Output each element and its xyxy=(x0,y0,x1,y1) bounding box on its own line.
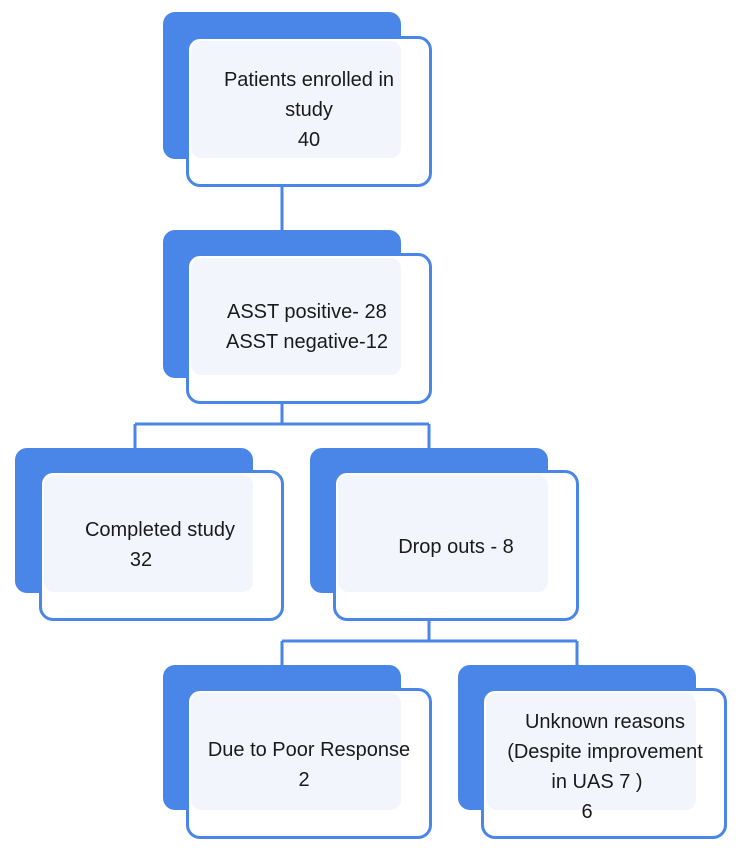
completed-count: 32 xyxy=(129,549,153,571)
node-text: Drop outs - 8 xyxy=(338,530,574,564)
node-card-fill xyxy=(191,41,401,158)
enrolled-label-line1: Patients enrolled in xyxy=(223,69,395,91)
unknown-label-line1: Unknown reasons xyxy=(524,711,686,733)
node-text: ASST positive- 28 ASST negative-12 xyxy=(216,292,406,362)
poor-response-count: 2 xyxy=(298,769,310,791)
dropouts-label: Drop outs - 8 xyxy=(398,536,514,558)
node-card-fill xyxy=(338,475,548,592)
unknown-count: 6 xyxy=(581,801,593,823)
unknown-label-line2: (Despite improvement xyxy=(507,741,703,763)
asst-positive: ASST positive- 28 xyxy=(227,301,387,323)
asst-negative: ASST negative-12 xyxy=(226,331,388,353)
node-card-fill xyxy=(191,693,401,810)
enrolled-label-line2: study xyxy=(285,99,333,121)
node-text: Due to Poor Response 2 xyxy=(191,730,427,800)
unknown-label-line3: in UAS 7 ) xyxy=(551,771,643,793)
node-text: Unknown reasons (Despite improvement in … xyxy=(486,705,724,829)
enrolled-count: 40 xyxy=(297,129,321,151)
node-card-fill xyxy=(191,258,401,375)
poor-response-label: Due to Poor Response xyxy=(207,739,411,761)
node-text: Patients enrolled in study 40 xyxy=(191,60,427,160)
node-card-fill xyxy=(486,693,696,810)
node-text: Completed study 32 xyxy=(44,508,276,582)
node-card-fill xyxy=(44,475,253,592)
completed-label: Completed study xyxy=(84,519,236,541)
